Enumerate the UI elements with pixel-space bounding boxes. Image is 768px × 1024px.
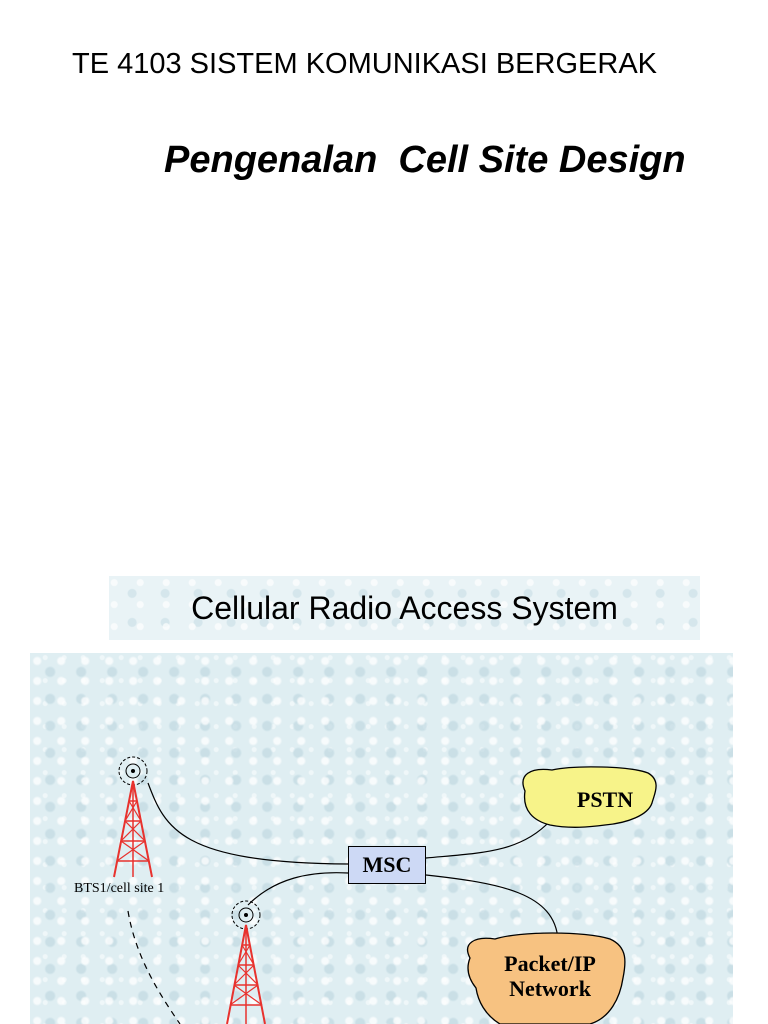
network-diagram: MSC PSTN Packet/IP Network BTS1/cell sit…: [30, 653, 733, 1024]
section-banner: Cellular Radio Access System: [109, 576, 700, 640]
link-bts-dashed: [127, 910, 181, 1024]
cell-tower-icon: [113, 756, 153, 878]
diagram-canvas: [113, 756, 657, 1024]
pstn-label: PSTN: [576, 787, 634, 812]
bts1-label: BTS1/cell site 1: [74, 881, 165, 896]
cell-tower-icon: [226, 900, 266, 1024]
link-bts2-msc: [247, 872, 349, 906]
cloud-icon: [467, 932, 626, 1024]
course-title: TE 4103 SISTEM KOMUNIKASI BERGERAK: [72, 48, 657, 80]
cloud-icon: [522, 766, 657, 828]
section-title: Cellular Radio Access System: [191, 589, 618, 626]
packet-network-label: Packet/IP Network: [504, 951, 596, 1001]
slide-subtitle: Pengenalan Cell Site Design: [164, 139, 686, 181]
msc-node: MSC: [348, 846, 426, 884]
link-msc-pstn: [425, 820, 551, 859]
link-bts1-msc: [147, 782, 349, 865]
link-msc-packet: [425, 874, 559, 941]
